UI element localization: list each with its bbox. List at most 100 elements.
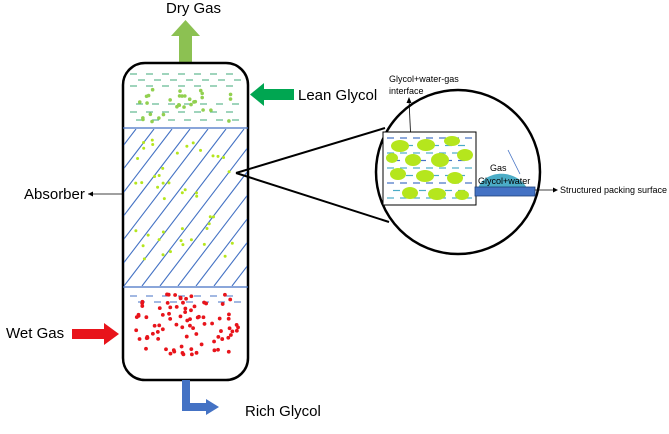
wet-gas-dot [178,296,183,301]
glycol-drop [140,181,144,185]
glycol-drop [180,94,184,98]
wet-gas-dot [137,337,142,341]
lean-glycol-arrow [250,83,294,106]
glycol-drop [191,141,195,145]
packing-line [124,129,191,217]
detail-glycol-blobs [386,136,473,200]
wet-gas-dot [144,346,148,351]
absorber-column [121,61,250,382]
wet-gas-dot [210,321,215,326]
glycol-blob [447,172,463,184]
glycol-drop [141,117,145,122]
wet-gas-dot [188,317,192,322]
wet-gas-dot [216,347,220,352]
packing-line [268,129,388,286]
glycol-drop [222,155,226,159]
glycol-blob [390,168,406,180]
glycol-blob [391,140,409,152]
gas-pointer-line [507,149,521,175]
packing-surface [474,186,536,197]
glycol-drop [150,87,155,92]
glycol-drop [180,227,184,231]
wet-gas-dot [173,293,178,297]
packing-line [231,265,247,286]
glycol-blob [386,153,398,163]
glycol-drop [150,119,154,124]
rich-glycol-arrow [182,380,219,415]
wet-gas-dot [220,337,225,341]
wet-gas-dot [168,305,173,310]
glycol-drop [175,151,179,155]
wet-gas-dot [226,316,231,321]
dry-gas-arrow [171,20,200,64]
wet-gas-dot [144,315,149,320]
interface-label-line2: interface [389,86,424,96]
glycol-drop [141,244,145,248]
glycol-blob [416,170,434,182]
glycol-drop [146,233,150,237]
wet-gas-dot [171,348,176,353]
wet-gas-dot [204,301,209,306]
glycol-drop [187,97,192,102]
glycol-drop [145,101,149,105]
glycol-drop [161,230,165,234]
glycol-drop [161,253,165,257]
wet-gas-dot [191,326,195,331]
wet-gas-dot [183,306,188,311]
wet-gas-dot [212,339,216,344]
glycol-drop [185,144,189,148]
packing-line [250,129,370,286]
glycol-drop [178,89,182,93]
wet-gas-dot [201,315,206,320]
glycol-drops-top [137,87,233,124]
glycol-drop [168,250,172,254]
wet-gas-dot [228,333,233,337]
glycol-drop [216,154,220,158]
wet-gas-label: Wet Gas [6,325,64,342]
wet-gas-dot [168,351,173,356]
absorber-pointer [88,191,122,197]
absorber-label: Absorber [24,186,85,203]
glycol-drop [161,181,165,185]
glycol-blob [417,139,435,151]
wet-gas-dot [192,304,197,309]
gas-label: Gas [490,163,507,173]
lean-glycol-label: Lean Glycol [298,87,377,104]
wet-gas-dot [156,336,161,341]
wet-gas-dot [152,323,157,328]
wet-gas-dot [227,312,231,317]
glycol-drop [223,254,227,258]
glycol-drop [201,108,205,112]
glycol-drops-packing [134,138,234,261]
wet-gas-dot [185,318,190,323]
glycol-drop [209,108,213,112]
glycol-drop [153,174,157,178]
packing-line [124,129,173,193]
glycol-blob [428,188,446,200]
glycol-drop [183,188,187,192]
wet-gas-dot [184,334,189,339]
glycol-drop [150,138,154,142]
wet-gas-dot [174,304,179,309]
glycol-drop [156,185,160,189]
wet-gas-dot [212,348,217,353]
glycol-drop [195,194,199,198]
glycol-drop [182,105,186,109]
wet-gas-dot [180,325,185,330]
wet-gas-dot [134,328,139,333]
glycol-blob [405,154,421,166]
rich-glycol-label: Rich Glycol [245,403,321,420]
wet-gas-dot [157,323,162,328]
wet-gas-dot [217,316,222,321]
glycol-drop [183,94,187,98]
packing-line [124,129,155,170]
glycol-drop [208,215,212,219]
glycol-drop [195,191,199,195]
glycol-drop [189,238,193,242]
wet-gas-dot [155,330,160,334]
wet-gas-dot [220,302,225,306]
glycol-drop [200,95,204,100]
wet-gas-dot [189,294,194,299]
wet-gas-dot [181,352,186,357]
wet-gas-dot [140,299,145,304]
